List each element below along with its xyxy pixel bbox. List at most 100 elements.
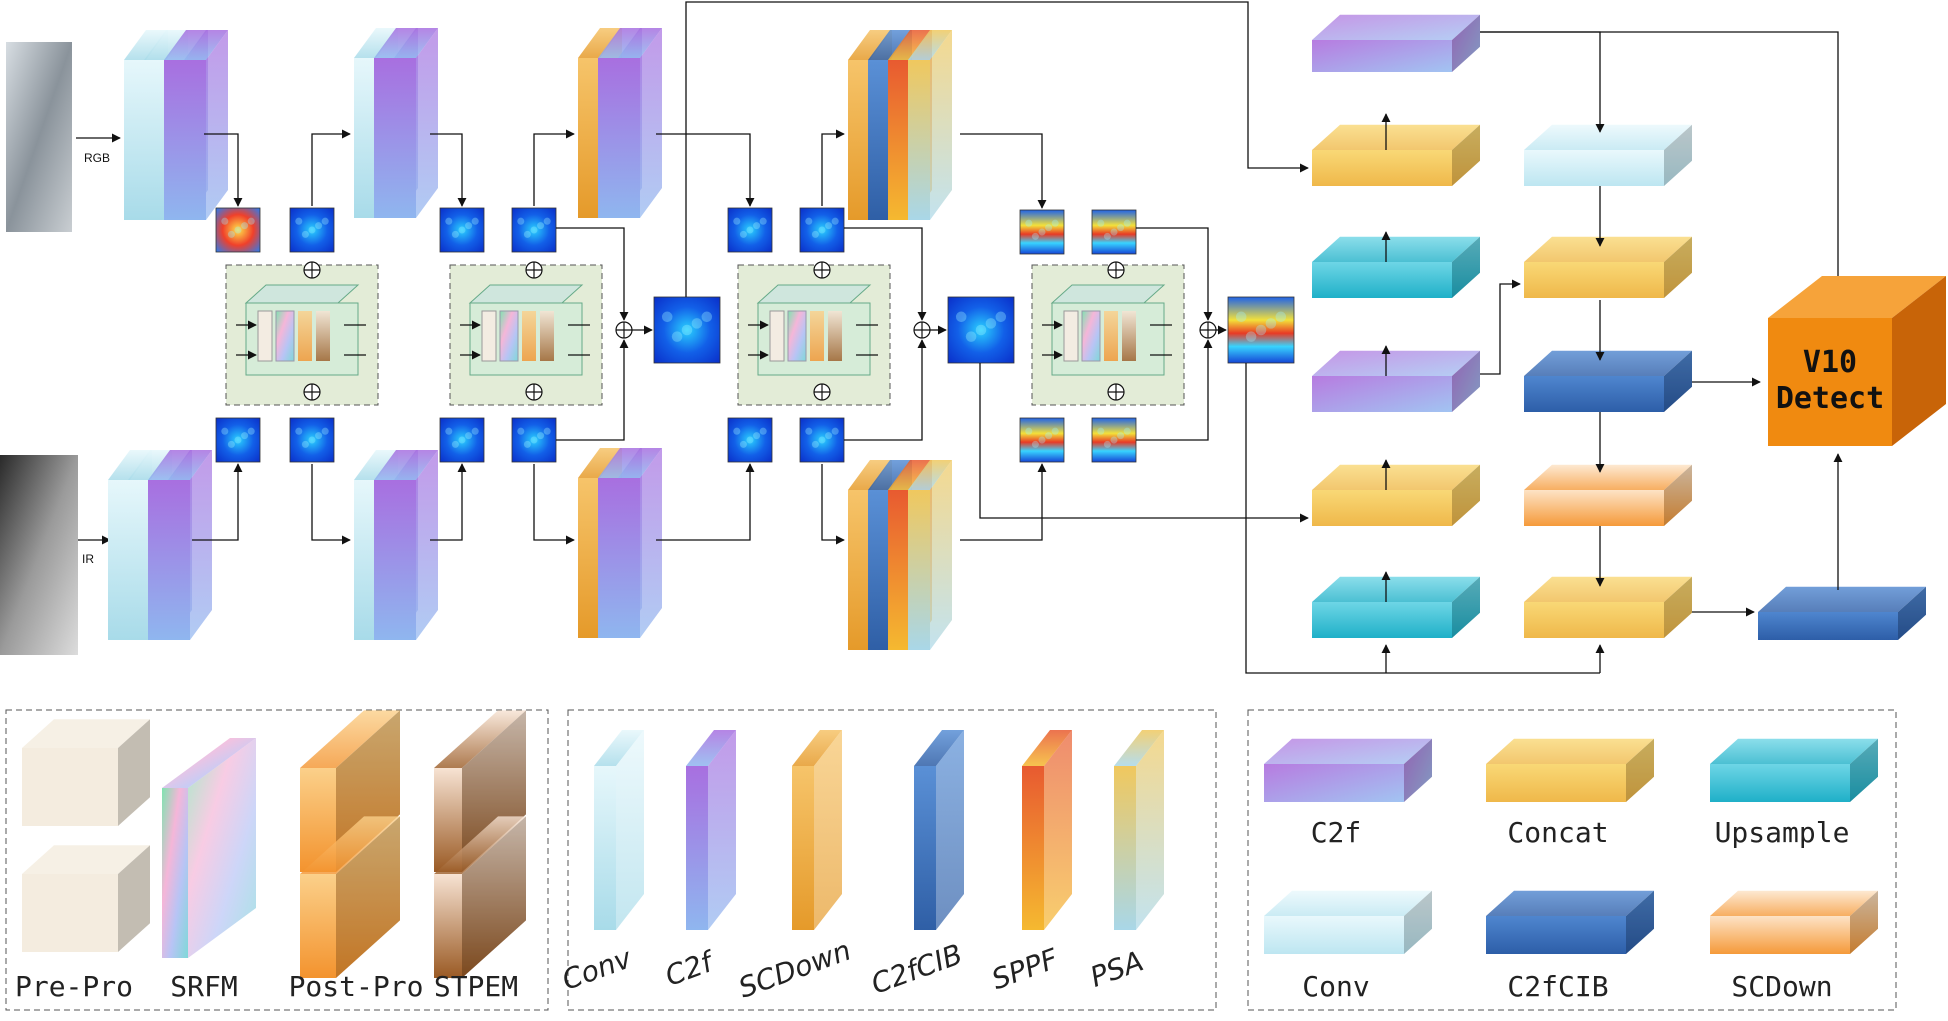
rgb-stage-1-layer-2-face xyxy=(164,60,186,220)
neck-concat-1-top xyxy=(1312,124,1480,150)
conn-ir3-up xyxy=(656,463,755,541)
legend-block-0-top xyxy=(1264,738,1432,764)
ir-stage-2-layer-0-face xyxy=(354,480,376,640)
heatmap-fused-2-speck xyxy=(701,311,713,323)
rgb-stage-1-layer-3-top xyxy=(184,30,228,60)
heatmap-fused-4-tile xyxy=(1227,296,1295,364)
heatmap-rgb-1b-speck xyxy=(308,226,316,234)
heatmap-ir-2b-speck xyxy=(530,436,538,444)
heatmap-rgb-2a-speck xyxy=(451,230,459,238)
detect-face xyxy=(1768,318,1892,446)
heatmap-rgb-1b-tile xyxy=(289,207,335,253)
neck-upsample-1-top xyxy=(1312,236,1480,262)
srfm-module-2-cube-top xyxy=(468,284,584,304)
legend-layer-5-top xyxy=(1114,730,1164,766)
legend-layer-2-face xyxy=(792,766,814,930)
heatmap-fused-3-speck xyxy=(965,331,977,342)
neck-concat-right-2-top xyxy=(1524,576,1692,602)
plus-2-merge-cross xyxy=(616,322,632,338)
legend-block-1-top xyxy=(1486,738,1654,764)
legend-layer-0-side xyxy=(616,730,644,930)
neck-c2fcib-right-top xyxy=(1524,350,1692,376)
rgb-stage-3-layer-0-face xyxy=(578,58,600,218)
legend-block-3 xyxy=(1264,890,1432,954)
srfm-module-2-prepro xyxy=(481,310,497,362)
ir-stage-1-layer-2-top xyxy=(148,450,192,480)
heatmap-rgb-2a-speck xyxy=(465,222,473,230)
ir-stage-4-layer-3-side xyxy=(930,460,952,650)
legend-block-5-top xyxy=(1710,890,1878,916)
neck-c2f-mid-face xyxy=(1312,376,1452,412)
heatmap-ir-3a-speck xyxy=(746,436,754,444)
legend-layer-3-side xyxy=(936,730,964,930)
heatmap-fused-4-speck xyxy=(1245,331,1257,342)
heatmap-fused-3-speck xyxy=(975,324,987,336)
heatmap-rgb-1b-speck xyxy=(321,217,329,225)
srfm-module-4-stpem xyxy=(1122,311,1136,361)
legend-layer-label: Conv xyxy=(558,941,636,996)
skip-fused2-to-concat xyxy=(685,1,1309,297)
heatmap-fused-2-speck xyxy=(661,311,673,323)
legend-layer-1-side xyxy=(708,730,736,930)
neck-concat-right-side xyxy=(1664,236,1692,298)
legend-layer-label: PSA xyxy=(1086,944,1148,993)
heatmap-ir-1a xyxy=(215,417,261,463)
srfm-module-3 xyxy=(737,264,891,406)
neck-concat-1 xyxy=(1312,124,1480,186)
rgb-stage-4-layer-0-face xyxy=(848,60,870,220)
heatmap-rgb-1a xyxy=(215,207,261,253)
legend-prepro-top-face xyxy=(22,748,118,826)
heatmap-fused-3-tile xyxy=(947,296,1015,364)
heatmap-rgb-3b-tile xyxy=(799,207,845,253)
ir-stage-4-layer-1-top xyxy=(868,460,912,490)
heatmap-rgb-2b-speck xyxy=(537,222,545,230)
heatmap-rgb-2b-speck xyxy=(517,217,525,225)
plus-3-bot xyxy=(813,383,831,401)
rgb-stage-4-layer-3 xyxy=(908,30,952,220)
srfm-module-4-srfm xyxy=(1081,310,1101,362)
neck-c2fcib-right xyxy=(1524,350,1692,412)
rgb-stage-3-layer-1-face xyxy=(598,58,620,218)
heatmap-rgb-3b-speck xyxy=(818,226,826,234)
skip-fused4-bottom xyxy=(1245,363,1600,674)
heatmap-rgb-1b-speck xyxy=(295,217,303,225)
legend-block-4 xyxy=(1486,890,1654,954)
legend-srfm-top xyxy=(162,738,256,788)
neck-concat-2-side xyxy=(1452,464,1480,526)
legend-postpro-bottom-face xyxy=(300,874,336,978)
rgb-stage-1-layer-0-face xyxy=(124,60,146,220)
heatmap-ir-1b-speck xyxy=(301,440,309,448)
legend-layer-4-side xyxy=(1044,730,1072,930)
plus-2-merge xyxy=(615,321,633,339)
ir-stage-1-layer-3-side xyxy=(190,450,212,640)
ir-stage-1-layer-0-top xyxy=(108,450,152,480)
neck-scdown-right xyxy=(1524,464,1692,526)
neck-scdown-right-side xyxy=(1664,464,1692,526)
conn-4-merge-top xyxy=(1136,227,1213,321)
plus-2-bot xyxy=(525,383,543,401)
legend-stpem-top xyxy=(434,710,526,872)
heatmap-rgb-1a-speck xyxy=(221,217,229,225)
plus-4-merge xyxy=(1199,321,1217,339)
legend-block-2-side xyxy=(1850,738,1878,802)
legend-postpro-top-top xyxy=(300,710,400,768)
legend-layer-4-face xyxy=(1022,766,1044,930)
ir-stage-1-layer-1-face xyxy=(128,480,150,640)
heatmap-rgb-3b xyxy=(799,207,845,253)
heatmap-ir-1a-tile xyxy=(215,417,261,463)
conn-rgb1-out xyxy=(311,129,351,206)
ir-stage-4-layer-3 xyxy=(908,460,952,650)
neck-c2f-to-concat xyxy=(1480,279,1521,375)
ir-stage-4-layer-2-face xyxy=(888,490,910,650)
ir-label: IR xyxy=(82,552,94,566)
neck-c2f-top xyxy=(1312,14,1480,73)
heatmap-rgb-1a-speck xyxy=(234,226,242,234)
plus-2-top-cross xyxy=(526,262,542,278)
legend-layer-0-face xyxy=(594,766,616,930)
legend-block-0-face xyxy=(1264,764,1404,802)
legend-module-label: SRFM xyxy=(170,970,237,1003)
legend-block-5-side xyxy=(1850,890,1878,954)
rgb-stage-4-layer-3-face xyxy=(908,60,930,220)
rgb-stage-2-layer-0-face xyxy=(354,58,376,218)
